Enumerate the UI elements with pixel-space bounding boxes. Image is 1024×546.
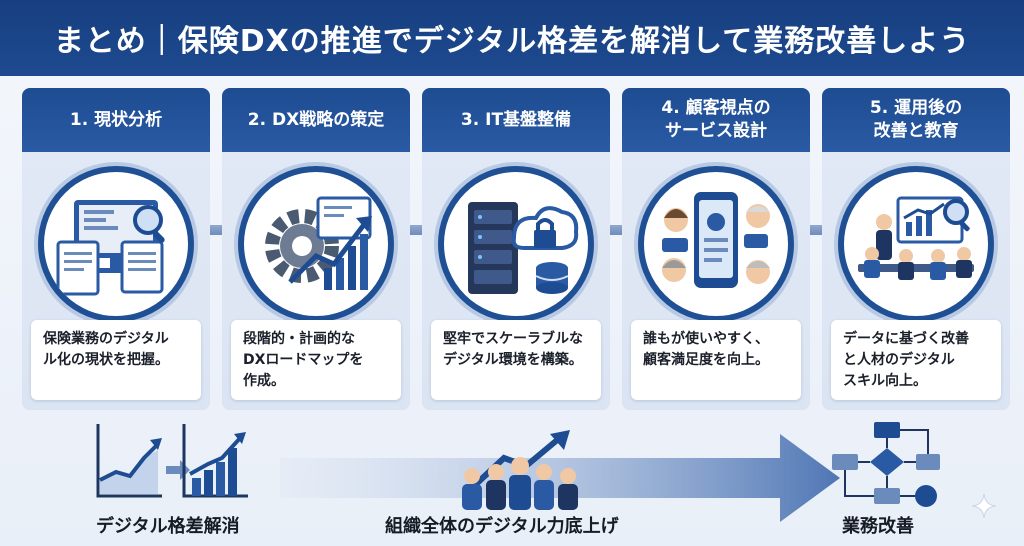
step-description: 保険業務のデジタル ル化の現状を把握。 <box>31 320 201 400</box>
bottom-right-label: 業務改善 <box>842 516 914 537</box>
smartphone-customers-icon <box>638 166 794 322</box>
growth-charts-icon <box>96 424 248 498</box>
step-card-5: 5. 運用後の 改善と教育 データに基づく改善 と人材のデジタル スキル向上。 <box>822 88 1010 410</box>
people-group-icon <box>462 457 578 510</box>
gear-growth-chart-icon <box>238 166 394 322</box>
step-card-3: 3. IT基盤整備 堅牢でスケーラブルな デジタル環境を構築。 <box>422 88 610 410</box>
document-analysis-icon <box>38 166 194 322</box>
step-title: 5. 運用後の 改善と教育 <box>822 88 1010 152</box>
page-title: まとめ｜保険DXの推進でデジタル格差を解消して業務改善しよう <box>0 0 1024 76</box>
step-title: 3. IT基盤整備 <box>422 88 610 152</box>
team-training-icon <box>838 166 994 322</box>
sparkle-icon <box>972 494 996 518</box>
step-title: 4. 顧客視点の サービス設計 <box>622 88 810 152</box>
step-card-2: 2. DX戦略の策定 段階的・計画的な DXロードマップを 作成。 <box>222 88 410 410</box>
step-card-4: 4. 顧客視点の サービス設計 誰もが使いやすく、 顧客満足度を向上。 <box>622 88 810 410</box>
step-description: データに基づく改善 と人材のデジタル スキル向上。 <box>831 320 1001 400</box>
step-title: 2. DX戦略の策定 <box>222 88 410 152</box>
server-cloud-lock-icon <box>438 166 594 322</box>
flowchart-icon <box>832 422 940 507</box>
step-description: 段階的・計画的な DXロードマップを 作成。 <box>231 320 401 400</box>
step-title: 1. 現状分析 <box>22 88 210 152</box>
step-description: 堅牢でスケーラブルな デジタル環境を構築。 <box>431 320 601 400</box>
bottom-center-label: 組織全体のデジタル力底上げ <box>385 516 619 537</box>
bottom-left-label: デジタル格差解消 <box>96 516 240 537</box>
step-description: 誰もが使いやすく、 顧客満足度を向上。 <box>631 320 801 400</box>
step-card-1: 1. 現状分析 保険業務のデジタル ル化の現状を把握。 <box>22 88 210 410</box>
